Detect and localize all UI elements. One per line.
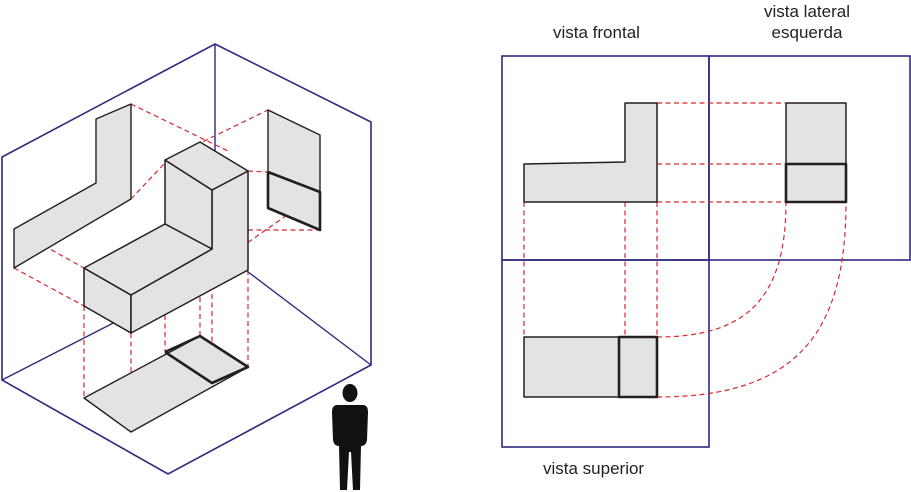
side-view-shape [784,102,848,204]
object-tower-top-face [164,141,249,191]
right-wall-projection [266,109,322,232]
top-view-frame [501,259,710,448]
box-floor-edge-right [234,261,372,366]
isometric-projection-box [1,43,372,490]
side-view-frame [708,55,911,261]
view-frames [501,55,911,448]
person-icon [332,384,368,490]
box-floor-edge-left [1,316,126,381]
box-outline [1,43,372,475]
orthographic-views [501,55,911,448]
label-vista-lateral-line1: vista lateral [764,2,850,21]
front-view-shape [523,102,658,203]
ortho-projection-lines [523,102,847,398]
label-vista-lateral-line2: esquerda [771,23,843,42]
floor-projection [83,334,250,433]
front-view-frame [501,55,710,261]
top-view-shape [523,335,659,399]
label-vista-frontal: vista frontal [553,23,640,42]
left-wall-projection [13,103,132,269]
label-vista-lateral-esquerda: vista lateral esquerda [757,1,857,43]
object-top-face [83,223,213,296]
isometric-object [83,141,249,334]
label-vista-superior: vista superior [543,459,645,478]
